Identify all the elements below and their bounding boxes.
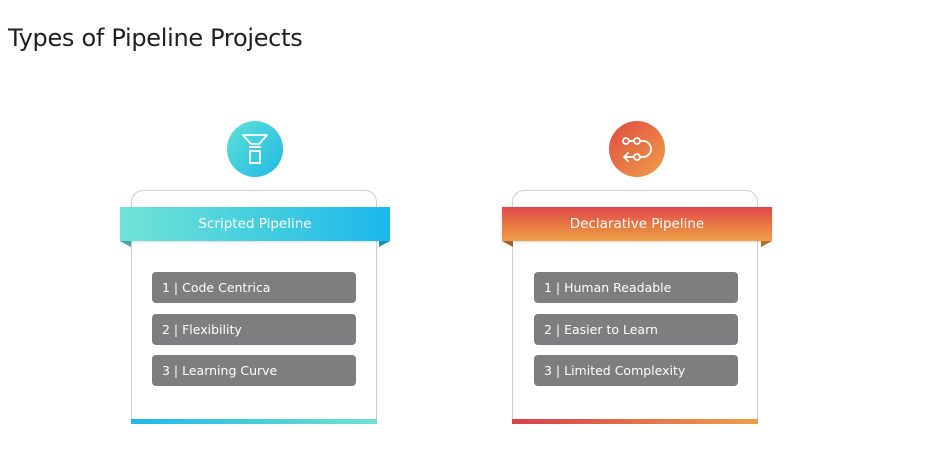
list-item: 1 | Human Readable: [534, 272, 738, 303]
ribbon-fold-left: [120, 241, 131, 247]
list-item: 2 | Easier to Learn: [534, 314, 738, 345]
scripted-pipeline-heading: Scripted Pipeline: [120, 207, 390, 241]
list-item: 2 | Flexibility: [152, 314, 356, 345]
list-item: 3 | Limited Complexity: [534, 355, 738, 386]
ribbon-fold-right: [379, 241, 390, 247]
card-accent-bar: [131, 419, 377, 424]
ribbon-fold-left: [502, 241, 513, 247]
slide-title: Types of Pipeline Projects: [8, 24, 303, 52]
workflow-icon: [622, 137, 652, 162]
declarative-pipeline-heading: Declarative Pipeline: [502, 207, 772, 241]
declarative-pipeline-icon-badge: [609, 121, 665, 177]
list-item: 3 | Learning Curve: [152, 355, 356, 386]
scripted-pipeline-icon-badge: [227, 121, 283, 177]
card-accent-bar: [512, 419, 758, 424]
ribbon-fold-right: [761, 241, 772, 247]
funnel-icon: [242, 134, 268, 164]
list-item: 1 | Code Centrica: [152, 272, 356, 303]
